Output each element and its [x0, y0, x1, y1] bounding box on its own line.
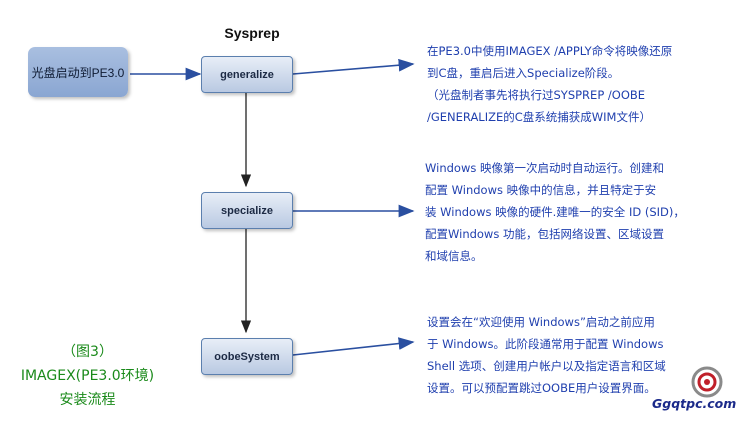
arrow-generalize-to-desc: [292, 58, 415, 75]
description-line: 配置 Windows 映像中的信息，并且特定于安: [425, 183, 657, 197]
start-box: 光盘启动到PE3.0: [28, 47, 128, 97]
node-specialize: specialize: [201, 192, 293, 229]
description-specialize: Windows 映像第一次启动时自动运行。创建和 配置 Windows 映像中的…: [425, 157, 685, 267]
description-line: （光盘制者事先将执行过SYSPREP /OOBE: [427, 88, 646, 102]
diagram-title: Sysprep: [224, 25, 280, 41]
description-line: 和域信息。: [425, 249, 483, 263]
caption-line: IMAGEX(PE3.0环境): [20, 368, 155, 384]
description-line: 到C盘，重启后进入Specialize阶段。: [427, 66, 620, 80]
description-line: 配置Windows 功能，包括网络设置、区域设置: [425, 227, 664, 241]
node-oobesystem: oobeSystem: [201, 338, 293, 375]
node-generalize: generalize: [201, 56, 293, 93]
arrow-oobesystem-to-desc: [292, 337, 415, 356]
description-line: 设置会在“欢迎使用 Windows”启动之前应用: [427, 315, 655, 329]
description-line: 装 Windows 映像的硬件.建唯一的安全 ID (SID)，: [425, 205, 685, 219]
watermark-swirl-icon: [691, 366, 723, 398]
description-line: /GENERALIZE的C盘系统捕获成WIM文件）: [427, 110, 651, 124]
description-line: Shell 选项、创建用户帐户以及指定语言和区域: [427, 359, 666, 373]
description-line: 设置。可以预配置跳过OOBE用户设置界面。: [427, 381, 656, 395]
description-line: Windows 映像第一次启动时自动运行。创建和: [425, 161, 664, 175]
watermark-logo: Ggqtpc.com: [652, 362, 744, 418]
figure-caption: （图3） IMAGEX(PE3.0环境) 安装流程: [0, 340, 175, 412]
description-line: 于 Windows。此阶段通常用于配置 Windows: [427, 337, 664, 351]
watermark-text: Ggqtpc.com: [652, 396, 737, 411]
description-oobesystem: 设置会在“欢迎使用 Windows”启动之前应用 于 Windows。此阶段通常…: [427, 311, 666, 399]
caption-line: （图3）: [62, 344, 113, 360]
description-line: 在PE3.0中使用IMAGEX /APPLY命令将映像还原: [427, 44, 673, 58]
description-generalize: 在PE3.0中使用IMAGEX /APPLY命令将映像还原 到C盘，重启后进入S…: [427, 40, 672, 128]
caption-line: 安装流程: [59, 392, 116, 408]
